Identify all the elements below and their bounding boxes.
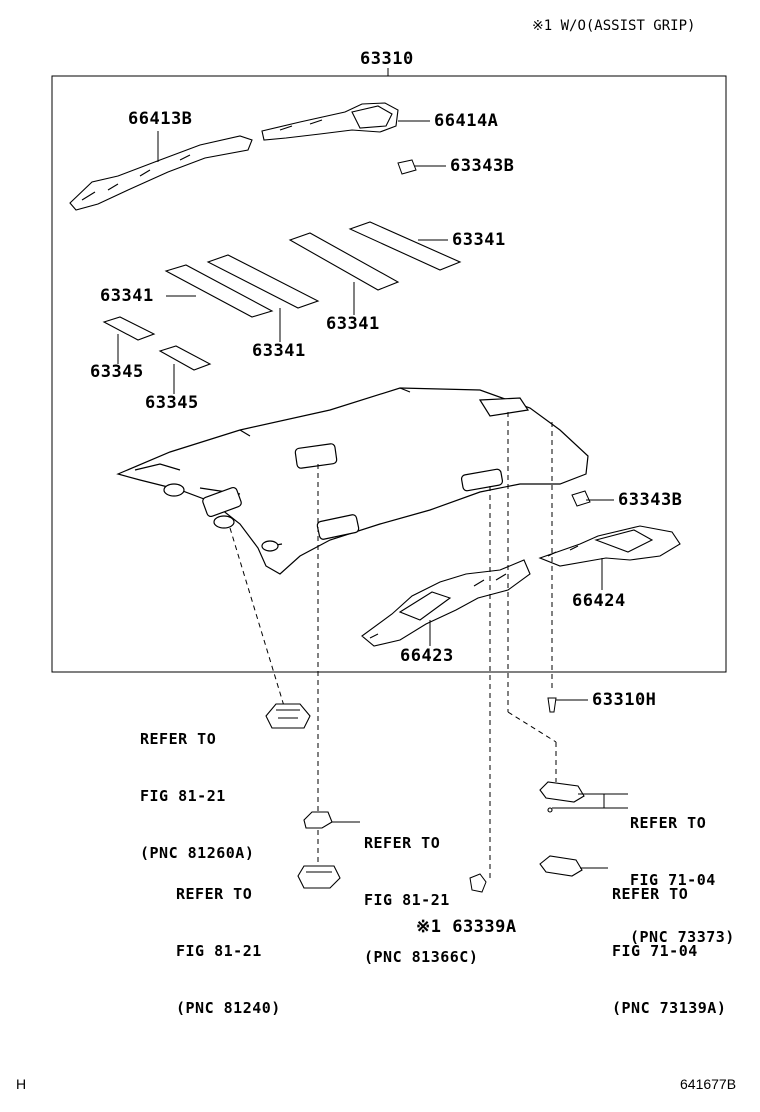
ref-81240-line1: REFER TO [176,885,253,903]
ref-81366C-line2: FIG 81-21 [364,891,450,909]
ref-part-73139A [539,855,583,877]
pads-63341 [164,221,462,318]
ref-81260A-line3: (PNC 81260A) [140,844,255,862]
ref-part-81240 [297,865,341,889]
ref-81366C-line3: (PNC 81366C) [364,948,479,966]
ref-81366C-line1: REFER TO [364,834,441,852]
label-66413B: 66413B [128,109,193,129]
label-63339A: ※1 63339A [416,917,517,937]
label-63343B-right: 63343B [618,490,683,510]
note-assist-grip: ※1 W/O(ASSIST GRIP) [532,18,696,34]
ref-part-63310H [547,697,557,713]
label-66414A: 66414A [434,111,499,131]
ref-73139A: REFER TO FIG 71-04 (PNC 73139A) [612,847,726,1037]
label-63341-d: 63341 [100,286,154,306]
ref-73373-line2: FIG 71-04 [630,871,716,889]
label-63343B-top: 63343B [450,156,515,176]
clip-63343B-right [571,490,591,507]
leader-73373 [552,793,628,809]
headliner-63310 [116,387,589,575]
ref-part-63339A [469,873,487,893]
ref-73373-line1: REFER TO [630,814,707,832]
pads-63345 [102,316,212,371]
clip-63343B-top [397,159,417,175]
ref-73373: REFER TO FIG 71-04 (PNC 73373) [630,776,735,966]
footer-figure-id: 641677B [680,1076,737,1092]
ref-81240-line2: FIG 81-21 [176,942,262,960]
ref-81260A: REFER TO FIG 81-21 (PNC 81260A) [140,692,254,882]
ref-part-81366C [303,811,333,829]
label-66424: 66424 [572,591,626,611]
label-63345-b: 63345 [145,393,199,413]
label-63345-a: 63345 [90,362,144,382]
dashed-lines [229,412,557,878]
ref-73139A-line3: (PNC 73139A) [612,999,727,1017]
ref-81260A-line1: REFER TO [140,730,217,748]
ref-part-81260A [265,703,311,729]
label-63341-c: 63341 [252,341,306,361]
label-63310H: 63310H [592,690,657,710]
ref-73139A-line2: FIG 71-04 [612,942,698,960]
label-63310: 63310 [360,49,414,69]
label-63341-b: 63341 [326,314,380,334]
label-66423: 66423 [400,646,454,666]
roof-rail-66424 [538,525,681,567]
label-63341-a: 63341 [452,230,506,250]
ref-81260A-line2: FIG 81-21 [140,787,226,805]
ref-73139A-line1: REFER TO [612,885,689,903]
roof-rail-66423 [361,559,531,647]
ref-81240-line3: (PNC 81240) [176,999,281,1017]
ref-73373-line3: (PNC 73373) [630,928,735,946]
ref-81240: REFER TO FIG 81-21 (PNC 81240) [176,847,281,1037]
ref-81366C: REFER TO FIG 81-21 (PNC 81366C) [364,796,478,986]
ref-part-73373 [539,781,585,813]
roof-rail-top [69,102,399,211]
footer-left-code: H [16,1076,27,1092]
assembly-frame [51,75,727,673]
